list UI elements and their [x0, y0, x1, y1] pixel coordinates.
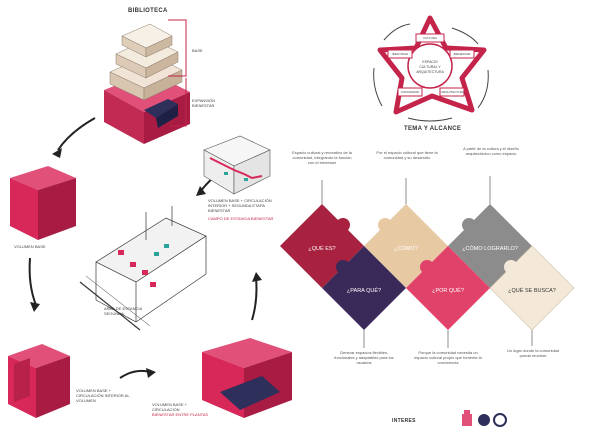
theme-title: TEMA Y ALCANCE: [404, 126, 462, 132]
puzzle-grid: [280, 176, 575, 348]
petal-4: COMUNIDAD: [400, 90, 420, 94]
puzzle-labels: ¿QUÉ ES? ¿CÓMO? ¿CÓMO LOGRARLO? ¿PARA QU…: [308, 245, 555, 294]
puzzle-label-5: ¿POR QUÉ?: [432, 287, 464, 294]
note-top-3: A partir de la cultura y el diseño arqui…: [463, 146, 519, 156]
label-bottom-mid: VOLUMEN BASE + CIRCULACIÓN: [152, 402, 188, 412]
puzzle-label-1: ¿QUÉ ES?: [308, 245, 335, 252]
note-bottom-1: Generar espacios flexibles, funcionales …: [334, 350, 394, 365]
volume-bienestar-box: [202, 338, 292, 418]
building-stack-illustration: [104, 19, 190, 144]
petal-2: BIENESTAR: [453, 52, 471, 56]
puzzle-label-3: ¿CÓMO LOGRARLO?: [462, 245, 518, 252]
theme-flower: [373, 15, 489, 122]
interest-icons: [462, 410, 507, 427]
petal-3: ARQUITECTURA: [441, 90, 465, 94]
puzzle-label-4: ¿PARA QUÉ?: [347, 287, 381, 294]
volume-base-box: [10, 166, 76, 240]
label-bottom-mid-red: BIENESTAR ENTRE PLANTAS: [152, 412, 209, 417]
label-bottom-left: VOLUMEN BASE + CIRCULACIÓN INTERIOR AL V…: [76, 388, 130, 403]
library-title: BIBLIOTECA: [128, 8, 168, 14]
label-expansion: EXPANSIÓN BIENESTAR: [192, 98, 216, 108]
label-base: BASE: [192, 48, 203, 53]
volume-circulation-box: [8, 344, 70, 418]
label-right-top-red: CAMPO DE ESTANCIA BIENESTAR: [208, 216, 274, 221]
label-volume-base: VOLUMEN BASE: [14, 244, 46, 249]
petal-1: CULTURA: [423, 36, 437, 40]
interest-label: INTERES: [392, 418, 416, 424]
petal-5: IDENTIDAD: [391, 52, 409, 56]
note-bottom-2: Porque la comunidad necesita un espacio …: [414, 350, 482, 365]
note-top-2: Por el espacio cultural que tiene la com…: [376, 150, 438, 160]
label-section: AREA DE ESTANCIA SEGUNDA: [104, 306, 142, 316]
note-top-1: Espacio cultural y recreativo de la comu…: [292, 150, 352, 165]
building-section-drawing: [79, 206, 207, 331]
note-bottom-3: Un lugar donde la comunidad pueda reunir…: [506, 348, 560, 358]
puzzle-label-6: ¿QUÉ SE BUSCA?: [508, 287, 556, 294]
theme-center: ESPACIO CULTURAL Y ARQUITECTURA: [416, 60, 444, 74]
puzzle-label-2: ¿CÓMO?: [394, 245, 418, 252]
stair-volume-drawing: [203, 135, 271, 195]
cycle-arrowheads: [30, 148, 262, 378]
label-right-top: VOLUMEN BASE + CIRCULACIÓN INTERIOR + SE…: [208, 198, 272, 213]
